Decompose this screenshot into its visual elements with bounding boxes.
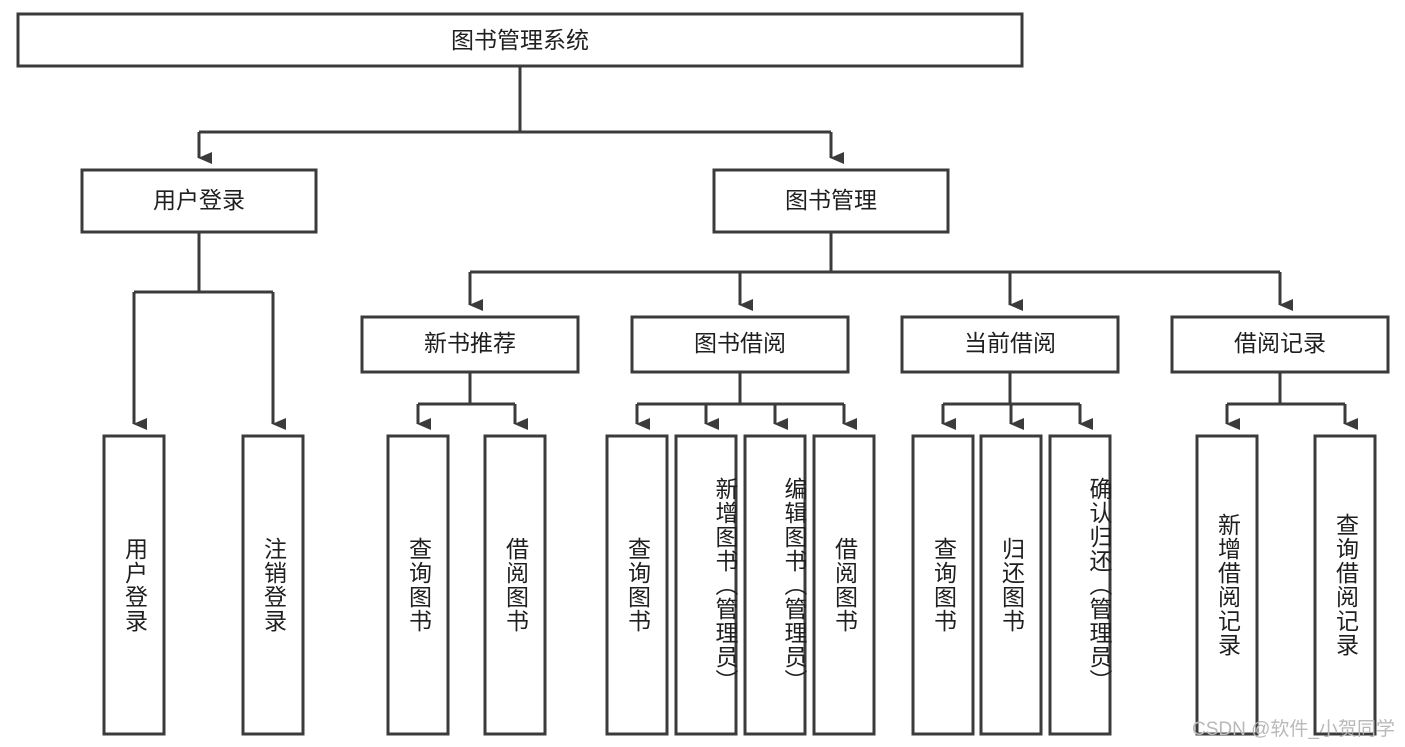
- leaf-edit-book-admin-label: 编辑图书（管理员）: [781, 477, 807, 693]
- node-layer: 图书管理系统 用户登录 图书管理 新书推荐 图书借阅 当前借阅 借阅记录: [16, 12, 1390, 736]
- root-node-label: 图书管理系统: [451, 27, 589, 53]
- leaf-borrow-book[interactable]: [812, 434, 876, 736]
- leaf-user-login-label: 用户登录: [121, 537, 148, 633]
- leaf-add-book-admin-label: 新增图书（管理员）: [712, 477, 738, 693]
- leaf-query-borrow-record-label: 查询借阅记录: [1332, 513, 1359, 657]
- node-new-book-recommend-label: 新书推荐: [424, 330, 516, 356]
- leaf-confirm-return-admin[interactable]: [1048, 434, 1112, 736]
- node-book-borrow[interactable]: [630, 315, 850, 374]
- csdn-watermark: CSDN @软件_小贺同学: [1192, 719, 1395, 740]
- node-new-book-recommend[interactable]: [360, 315, 580, 374]
- leaf-query-book-recommend-label: 查询图书: [405, 537, 432, 633]
- leaf-user-logout[interactable]: [241, 434, 305, 736]
- leaf-query-book-recommend[interactable]: [386, 434, 450, 736]
- node-current-borrow[interactable]: [900, 315, 1120, 374]
- leaf-return-book[interactable]: [979, 434, 1043, 736]
- node-current-borrow-label: 当前借阅: [964, 330, 1056, 356]
- node-borrow-record-label: 借阅记录: [1234, 330, 1326, 356]
- leaf-borrow-book-label: 借阅图书: [831, 537, 858, 633]
- leaf-query-book-borrow-label: 查询图书: [624, 537, 651, 633]
- node-borrow-record[interactable]: [1170, 315, 1390, 374]
- node-book-borrow-label: 图书借阅: [694, 330, 786, 356]
- node-book-management-label: 图书管理: [785, 187, 877, 213]
- leaf-borrow-book-recommend-label: 借阅图书: [502, 537, 529, 633]
- root-node[interactable]: [16, 12, 1024, 68]
- leaf-user-logout-label: 注销登录: [260, 537, 287, 633]
- leaf-add-book-admin[interactable]: [674, 434, 738, 736]
- leaf-query-book-borrow[interactable]: [605, 434, 669, 736]
- node-user-login-label: 用户登录: [153, 187, 245, 213]
- leaf-edit-book-admin[interactable]: [743, 434, 807, 736]
- connector-layer: [132, 66, 1358, 430]
- node-user-login[interactable]: [80, 168, 318, 234]
- leaf-borrow-book-recommend[interactable]: [483, 434, 547, 736]
- leaf-add-borrow-record[interactable]: [1195, 434, 1259, 736]
- leaf-query-borrow-record[interactable]: [1313, 434, 1377, 736]
- leaf-add-borrow-record-label: 新增借阅记录: [1214, 513, 1241, 657]
- leaf-return-book-label: 归还图书: [998, 537, 1025, 633]
- leaf-user-login[interactable]: [102, 434, 166, 736]
- leaf-query-book-current[interactable]: [911, 434, 975, 736]
- leaf-query-book-current-label: 查询图书: [930, 537, 957, 633]
- node-book-management[interactable]: [712, 168, 950, 234]
- leaf-confirm-return-admin-label: 确认归还（管理员）: [1086, 477, 1112, 693]
